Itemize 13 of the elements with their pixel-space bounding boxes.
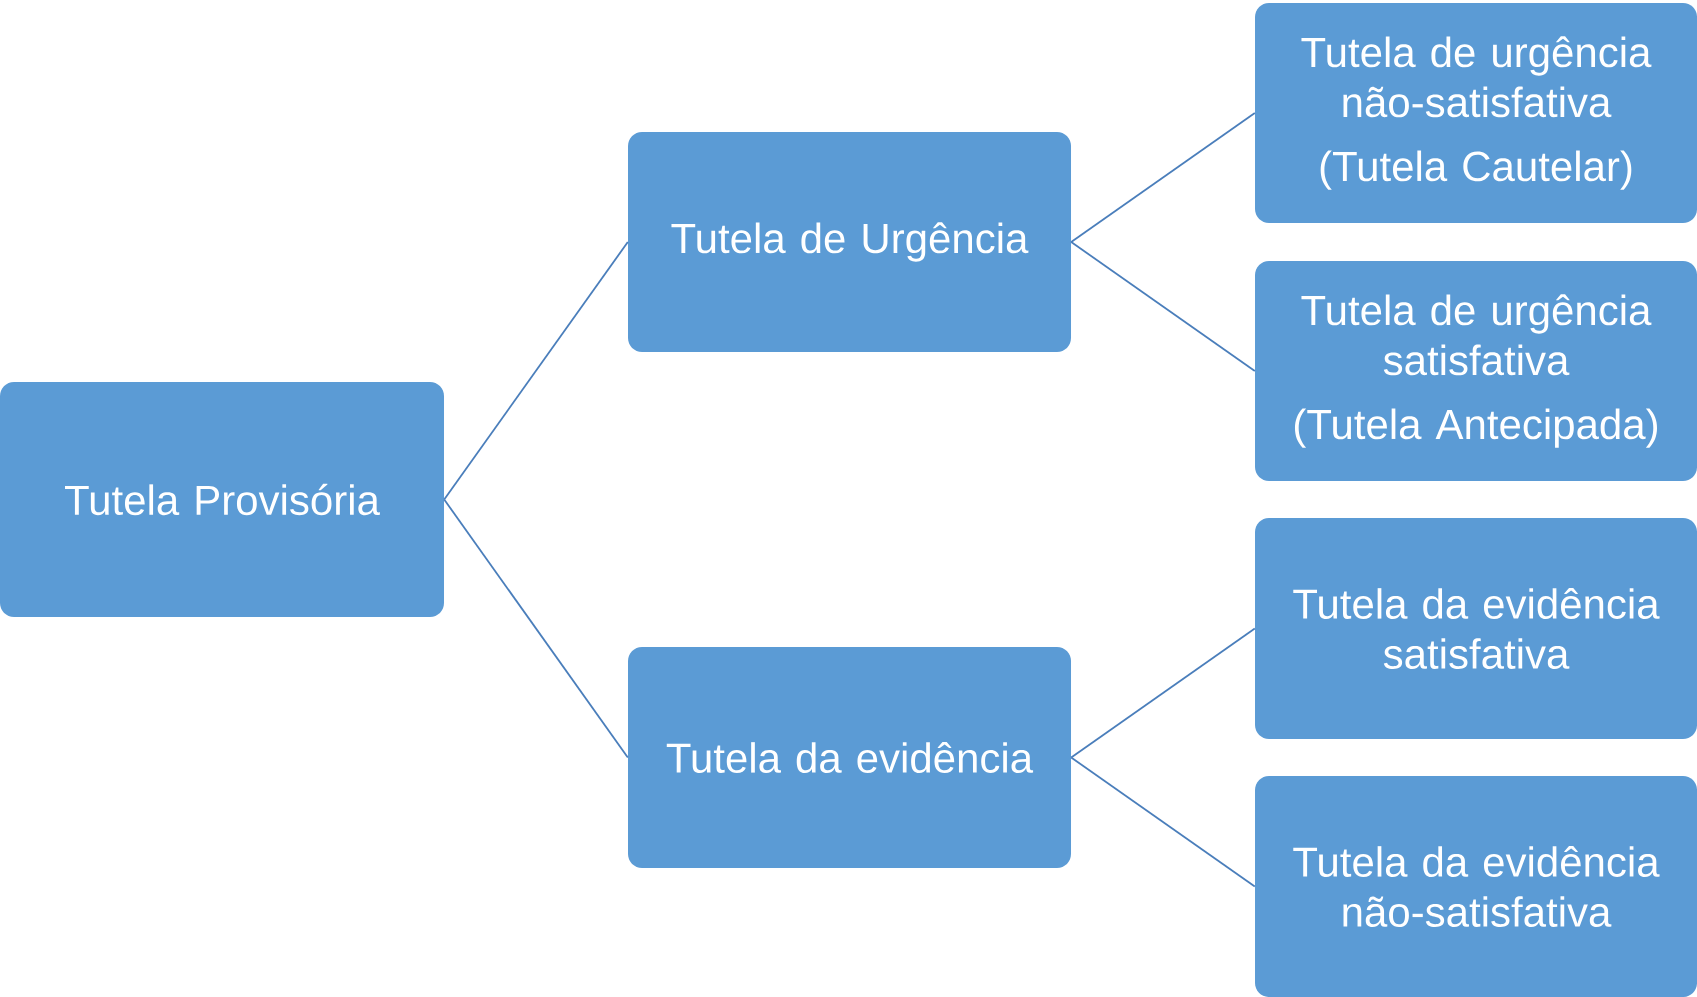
process-box: Tutela de Urgência [628,132,1071,352]
connector-line [1070,756,1256,888]
process-box: Tutela de urgência satisfativa (Tutela Antecipada) [1255,261,1697,481]
process-box: Tutela da evidência [628,647,1071,868]
process-box: Tutela da evidência não-satisfativa [1255,776,1697,997]
connector-line [1070,112,1256,243]
connector-line [1070,627,1256,759]
connector-line [443,498,629,759]
process-box: Tutela da evidência satisfativa [1255,518,1697,739]
connector-line [443,241,629,501]
process-box: Tutela Provisória [0,382,444,617]
connector-line [1070,241,1256,372]
process-box: Tutela de urgência não-satisfativa (Tutela Cautelar) [1255,3,1697,223]
